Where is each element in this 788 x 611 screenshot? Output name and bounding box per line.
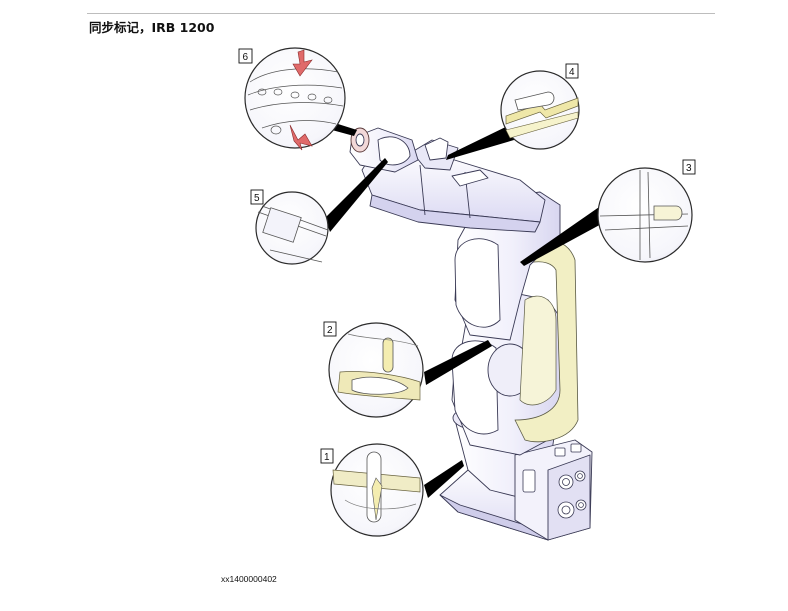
magnifier-6 xyxy=(244,47,346,151)
magnifier-2 xyxy=(328,322,424,418)
robot-body xyxy=(349,127,593,541)
magnifier-3 xyxy=(597,167,693,263)
sync-arrow-bottom xyxy=(289,124,313,151)
callout-3: 3 xyxy=(686,163,692,174)
callout-1: 1 xyxy=(324,452,330,463)
magnifier-4 xyxy=(500,70,580,150)
leader-6 xyxy=(332,124,357,136)
leader-2 xyxy=(424,340,492,385)
callout-2: 2 xyxy=(327,325,333,336)
leader-lines xyxy=(325,120,605,498)
leader-4 xyxy=(446,120,520,160)
callout-6: 6 xyxy=(243,52,249,63)
leader-3 xyxy=(520,205,605,266)
callout-4: 4 xyxy=(569,67,575,78)
leader-5 xyxy=(325,158,388,232)
callout-5: 5 xyxy=(254,193,260,204)
top-rule xyxy=(87,13,715,14)
magnifier-5 xyxy=(255,191,329,265)
figure-id: xx1400000402 xyxy=(221,574,277,584)
magnifier-1 xyxy=(330,443,424,537)
leader-1 xyxy=(424,460,464,498)
page-heading: 同步标记，IRB 1200 xyxy=(89,20,215,35)
sync-arrow-top xyxy=(292,49,313,77)
